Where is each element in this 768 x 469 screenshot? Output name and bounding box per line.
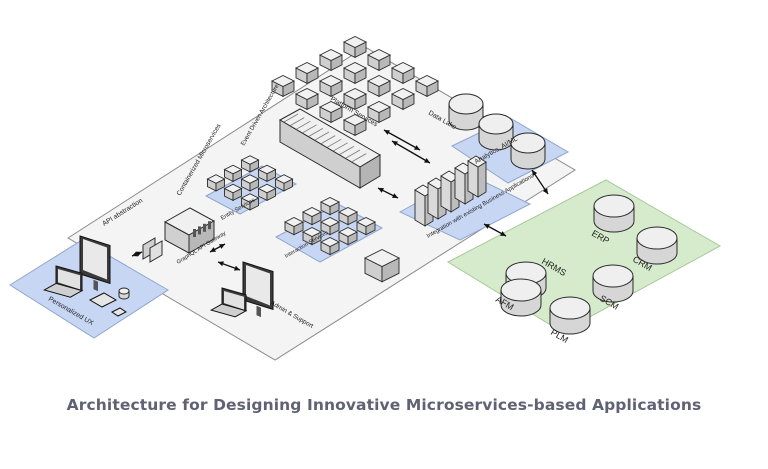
entity-service-cube (257, 164, 277, 183)
platform-service-cube (270, 74, 296, 98)
interaction-service-cube (301, 226, 323, 246)
interaction-service-cube (319, 236, 341, 256)
analytics-apps-arrow (531, 169, 549, 195)
platform-service-cube (342, 61, 368, 85)
business-app-cylinder (636, 226, 678, 265)
personalized-laptop (42, 265, 84, 298)
platform-service-cube (318, 100, 344, 124)
storage-box (363, 248, 401, 283)
interaction-service-cube (283, 216, 305, 236)
platform-service-cube (318, 48, 344, 72)
platform-service-cube (294, 61, 320, 85)
platform-service-cube (366, 74, 392, 98)
platform-service-cube (390, 87, 416, 111)
entity-service-cube (240, 174, 260, 192)
business-app-cylinder (549, 296, 591, 335)
interaction-service-cube (337, 206, 359, 226)
interaction-service-cube (319, 216, 341, 236)
data-lake-cylinder (510, 132, 546, 170)
business-app-cylinder (592, 264, 634, 303)
integration-apps-arrow (483, 223, 507, 237)
personalized-monitor (79, 235, 111, 292)
integration-server (467, 155, 487, 198)
entity-service-cube (223, 164, 243, 183)
platform-service-cube (342, 87, 368, 111)
business-app-cylinder (593, 194, 635, 233)
entity-service-cube (274, 174, 294, 192)
event-bus-block (278, 108, 381, 189)
platform-service-cube (390, 61, 416, 85)
entity-service-cube (206, 174, 226, 192)
admin-monitor (242, 261, 274, 318)
admin-arrow (217, 261, 241, 271)
platform-service-cube (342, 113, 368, 137)
admin-laptop (209, 287, 248, 318)
phone-icon (111, 307, 127, 317)
business-app-cylinder (500, 278, 542, 317)
diagram-caption: Architecture for Designing Innovative Mi… (66, 396, 702, 414)
interaction-service-cube (337, 226, 359, 246)
interaction-service-cube (355, 216, 377, 236)
entity-service-cube (240, 155, 260, 173)
bus-analytics-arrow (391, 140, 431, 164)
platform-service-cube (294, 87, 320, 111)
platform-service-cube (366, 48, 392, 72)
platform-service-cube (318, 74, 344, 98)
platform-service-cube (366, 100, 392, 124)
platform-service-cube (414, 74, 440, 98)
personalized-ux-panel (9, 239, 169, 339)
entity-service-cube (223, 183, 243, 202)
mouse-icon (118, 287, 130, 300)
gateway-arrow (209, 243, 226, 253)
entity-service-cube (240, 193, 260, 211)
ux-gateway-arrow (131, 251, 143, 257)
platform-service-cube (342, 35, 368, 59)
data-lake-cylinder (478, 113, 514, 151)
graphql-gateway-device (142, 207, 216, 263)
entity-service-cube (257, 183, 277, 202)
interaction-service-cube (301, 206, 323, 226)
bus-integration-arrow (377, 187, 399, 199)
interaction-service-cube (319, 196, 341, 216)
platform-analytics-arrow (383, 129, 421, 151)
tablet-icon (88, 292, 118, 308)
